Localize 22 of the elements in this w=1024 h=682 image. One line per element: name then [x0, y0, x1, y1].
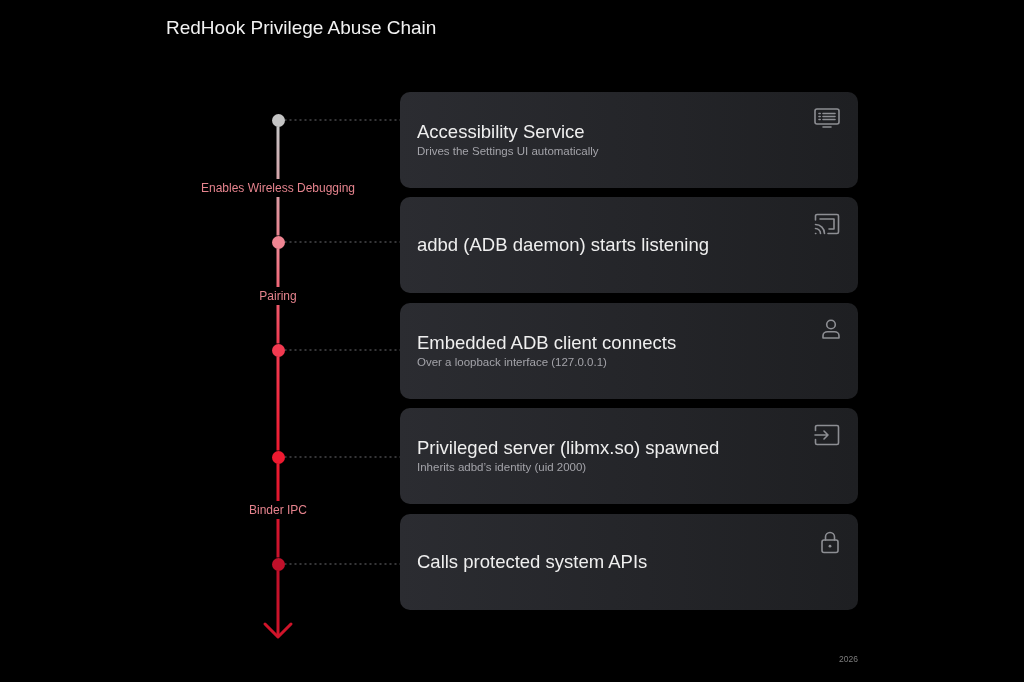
step-card	[400, 197, 858, 293]
step-title: Accessibility Service	[417, 121, 585, 143]
timeline-dot	[271, 557, 285, 571]
step-description: Over a loopback interface (127.0.0.1)	[417, 355, 607, 370]
step-title: Embedded ADB client connects	[417, 332, 677, 354]
step-card	[400, 303, 858, 399]
step-title: Privileged server (libmx.so) spawned	[417, 437, 720, 459]
step-card	[400, 408, 858, 504]
step-title: Calls protected system APIs	[417, 551, 648, 573]
step-description: Inherits adbd’s identity (uid 2000)	[417, 460, 587, 475]
timeline-arrow	[263, 570, 293, 639]
timeline-dot	[271, 235, 285, 249]
timeline-line	[276, 356, 280, 451]
step-card	[400, 92, 858, 188]
step-card	[400, 514, 858, 610]
title: RedHook Privilege Abuse Chain	[166, 17, 437, 39]
step-description: Drives the Settings UI automatically	[417, 144, 599, 159]
timeline-dot	[271, 113, 285, 127]
timeline-dot	[271, 343, 285, 357]
timeline-dot	[271, 450, 285, 464]
footer-note: 2026	[839, 654, 858, 664]
step-title: adbd (ADB daemon) starts listening	[417, 234, 710, 256]
